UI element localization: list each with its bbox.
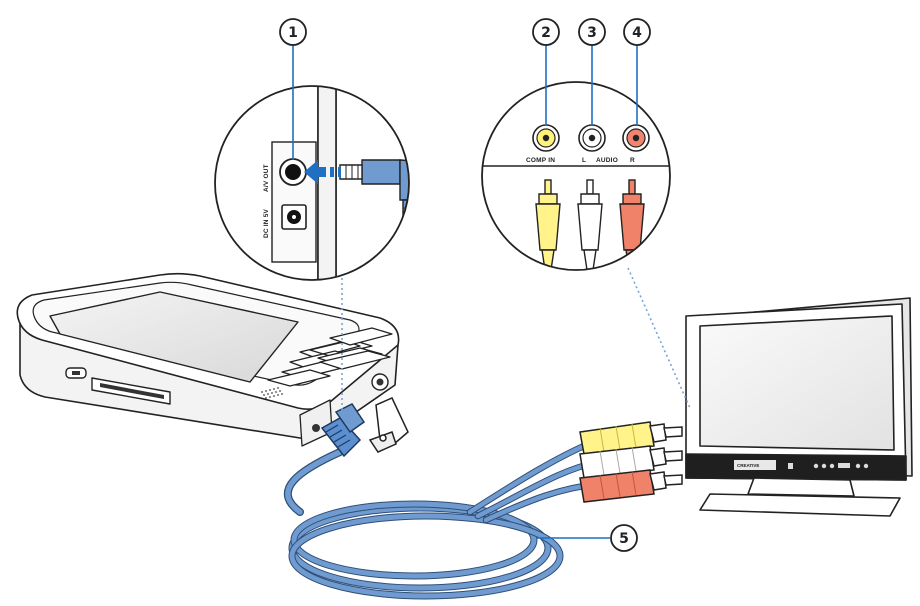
tv-brand-plate [734,460,776,470]
callout-5-number: 5 [619,531,629,547]
rca-plugs-closeup [535,179,645,270]
callout-2: 2 [532,18,560,126]
leader-lines [341,267,691,412]
callout-4: 4 [623,18,651,126]
dc-in-label: DC IN 5V [263,208,270,238]
callout-3: 3 [578,18,606,126]
callout-5: 5 [536,524,638,552]
audio-left-label: L [582,157,586,164]
rca-plug-white [579,445,683,479]
audio-right-label: R [630,157,635,164]
player-stand [368,397,409,453]
rca-plug-red [579,469,683,503]
magnifier-tv-jacks: COMP IN L AUDIO R [481,81,671,271]
rca-plug-yellow [579,421,683,455]
callout-3-number: 3 [587,25,597,41]
magnifier-right-ring [481,81,671,271]
av-out-label: A/V OUT [263,164,270,192]
comp-in-jack [532,124,560,152]
insert-arrow [304,160,341,184]
rca-plugs [579,421,683,503]
television [685,297,913,517]
magnifier-left-ring [214,85,410,281]
magnifier-player-jacks: A/V OUT DC IN 5V [214,85,410,281]
media-player [16,272,400,447]
rca-yellow-closeup [535,179,561,270]
audio-right-jack [622,124,650,152]
rca-white-closeup [577,179,603,270]
audio-label: AUDIO [596,157,618,164]
callout-4-number: 4 [632,25,642,41]
tv-brand-label: CREATIVE [737,463,759,468]
callout-1: 1 [279,18,307,160]
tv-front-buttons [788,463,869,469]
callout-2-number: 2 [541,25,551,41]
callouts: 1 2 3 4 5 [279,18,651,552]
tv-front-panel: CREATIVE [734,460,869,470]
mini-jack-plug [320,403,366,458]
callout-1-number: 1 [288,25,298,41]
comp-in-label: COMP IN [526,157,555,164]
audio-left-jack [578,124,606,152]
av-cable [283,436,602,600]
